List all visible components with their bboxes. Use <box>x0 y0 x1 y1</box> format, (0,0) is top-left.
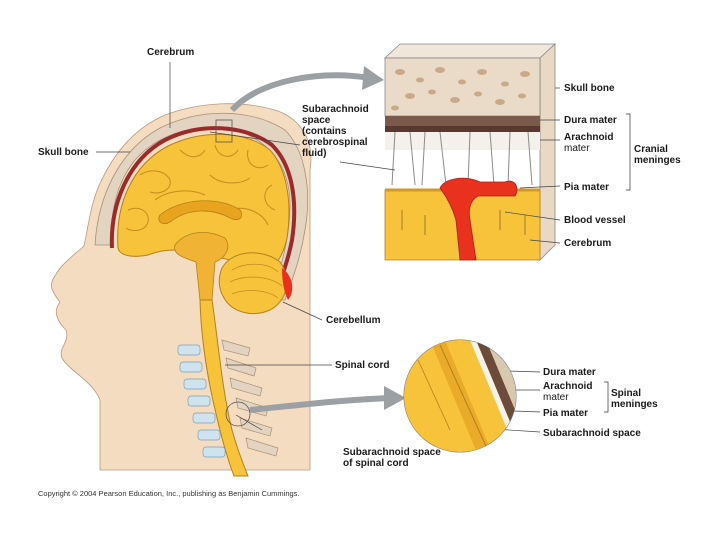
spinal-inset <box>403 339 517 453</box>
label-subarachnoid-space: Subarachnoid space (contains cerebrospin… <box>302 104 369 159</box>
arachnoid-bottom-line: Arachnoid <box>543 381 593 392</box>
label-pia-mater-top: Pia mater <box>564 182 610 193</box>
spinal-meninges-line: meninges <box>611 399 658 410</box>
label-cranial-meninges: Cranial meninges <box>634 144 681 166</box>
label-subarachnoid-space-bottom: Subarachnoid space <box>543 428 641 439</box>
label-skull-bone-left: Skull bone <box>38 147 89 158</box>
label-arachnoid-mater-top: Arachnoid mater <box>564 132 613 154</box>
csf-red-region <box>282 268 293 300</box>
label-dura-mater-top: Dura mater <box>564 115 617 126</box>
subarachnoid-line: (contains <box>302 126 347 137</box>
subarachnoid-line: cerebrospinal <box>302 137 368 148</box>
cerebellum-folia <box>229 263 283 299</box>
arachnoid-line: Arachnoid <box>564 132 614 143</box>
label-spinal-cord: Spinal cord <box>335 360 390 371</box>
cerebellum <box>218 252 288 314</box>
vertebrae <box>177 344 226 458</box>
blood-vessel <box>439 177 518 261</box>
subarachnoid-line: space <box>302 115 331 126</box>
zoom-arrow-bottom <box>249 395 391 413</box>
label-blood-vessel: Blood vessel <box>564 215 626 226</box>
label-skull-bone-right: Skull bone <box>564 83 615 94</box>
subarachnoid-line: fluid) <box>302 148 327 159</box>
zoom-arrow-top <box>229 72 371 113</box>
label-arachnoid-mater-bottom: Arachnoid mater <box>543 381 592 403</box>
spinal-cord <box>199 299 249 477</box>
subarachnoid-spinal-line: Subarachnoid space <box>343 447 441 458</box>
arachnoid-bottom-line: mater <box>543 392 569 403</box>
cranial-meninges-line: meninges <box>634 155 681 166</box>
label-pia-mater-bottom: Pia mater <box>543 408 589 419</box>
label-cerebellum: Cerebellum <box>326 315 381 326</box>
label-dura-mater-bottom: Dura mater <box>543 367 596 378</box>
label-cerebrum-top: Cerebrum <box>147 47 195 58</box>
zoom-marker-bottom <box>225 401 251 427</box>
gyri-lines <box>125 144 276 231</box>
label-cerebrum-right: Cerebrum <box>564 238 612 249</box>
brainstem-area <box>174 231 229 301</box>
arachnoid-line: mater <box>564 143 590 154</box>
corpus-callosum <box>158 200 243 224</box>
cranial-inset <box>383 43 557 261</box>
copyright-notice: Copyright © 2004 Pearson Education, Inc.… <box>38 489 300 498</box>
zoom-arrow-bottom-head <box>384 386 406 410</box>
subarachnoid-line: Subarachnoid <box>302 104 369 115</box>
zoom-marker-top <box>215 119 233 143</box>
cranial-meninges-line: Cranial <box>634 144 668 155</box>
spinal-meninges-line: Spinal <box>611 388 642 399</box>
label-spinal-meninges: Spinal meninges <box>611 388 658 410</box>
label-subarachnoid-space-spinal: Subarachnoid space of spinal cord <box>343 447 441 469</box>
subarachnoid-spinal-line: of spinal cord <box>343 458 409 469</box>
zoom-arrow-top-head <box>362 66 384 90</box>
